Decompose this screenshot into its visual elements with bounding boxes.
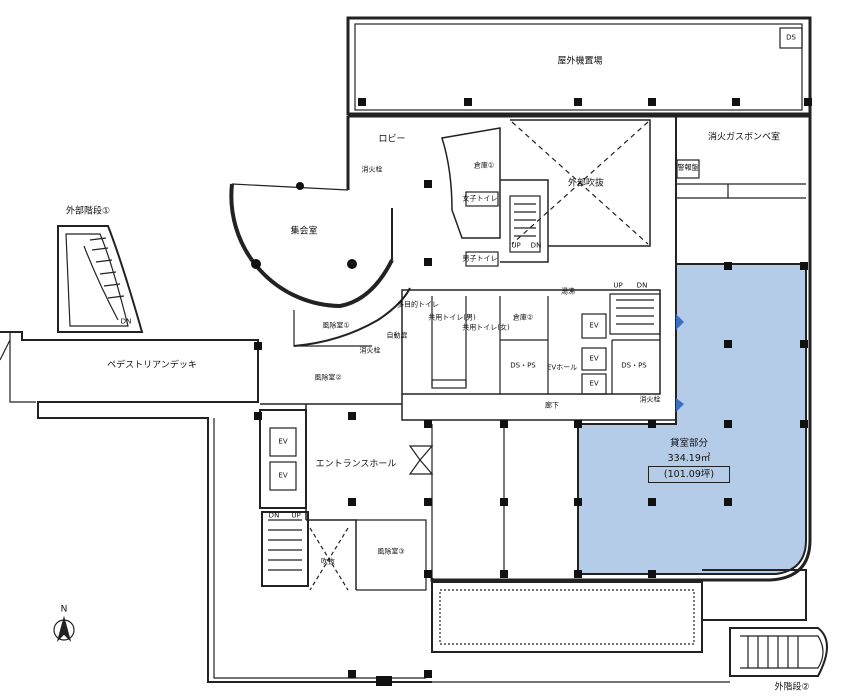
leasable-area-tsubo: (101.09坪) — [648, 466, 730, 483]
auto-door-label: 自動扉 — [386, 331, 408, 340]
lobby-label[interactable]: ロビー — [378, 134, 406, 145]
corridor-label: 廊下 — [545, 401, 559, 410]
ev-2-label: EV — [278, 471, 288, 480]
windbreak-1-label: 風除室① — [322, 321, 350, 330]
assembly-room-label[interactable]: 集会室 — [290, 226, 318, 237]
stair-3-dn: DN — [268, 511, 280, 520]
structural-columns — [251, 98, 812, 686]
ev-a-label: EV — [589, 321, 599, 330]
entrance-hall-label[interactable]: エントランスホール — [315, 459, 397, 470]
outer-stairs-2 — [729, 627, 828, 677]
shared-wc-f-label: 共用トイレ(女) — [462, 323, 510, 332]
leasable-area-sqm: 334.19㎡ — [667, 453, 711, 464]
alarm-panel-box — [676, 159, 700, 179]
leasable-title: 貸室部分 — [669, 438, 708, 449]
outdoor-equipment-area — [346, 16, 812, 116]
north-label: N — [60, 604, 68, 615]
ev-b-label: EV — [589, 354, 599, 363]
windbreak-2-label: 風除室② — [314, 373, 342, 382]
leasable-area[interactable] — [577, 263, 807, 575]
door-markers — [676, 314, 684, 412]
outer-stairs-1 — [57, 225, 144, 333]
outer-stairs-2-label: 外階段② — [774, 682, 810, 693]
void-cross-2 — [511, 121, 649, 245]
storage-1-label: 倉庫① — [473, 161, 495, 170]
multi-wc-label: 多目的トイレ — [397, 300, 439, 309]
ev-hall-label: EVホール — [546, 363, 578, 372]
outdoor-equipment-label: 屋外機置場 — [557, 56, 603, 67]
north-arrow — [53, 615, 75, 643]
ds-ps-2-label: DS・PS — [621, 361, 647, 370]
stair-2-up: UP — [613, 281, 623, 290]
assembly-room-walls[interactable] — [229, 183, 394, 309]
fire-gas-room-label: 消火ガスボンベ室 — [707, 132, 781, 143]
windbreak-3-label: 風除室③ — [377, 547, 405, 556]
pedestrian-deck-label: ペデストリアンデッキ — [107, 360, 197, 371]
leasable-info: 貸室部分 334.19㎡ (101.09坪) — [648, 436, 730, 483]
outer-stairs-1-dn: DN — [120, 317, 132, 326]
void-label: 吹抜 — [321, 557, 335, 566]
entrance-door-symbol — [408, 445, 434, 475]
ev-1-box — [269, 427, 297, 457]
ds-top-label: DS — [786, 33, 796, 42]
outer-stairs-1-label: 外部階段① — [65, 206, 111, 217]
fire-hydrant-1-label: 消火栓 — [361, 165, 383, 174]
fire-hydrant-3-label: 消火栓 — [639, 395, 661, 404]
building-outline — [348, 114, 812, 582]
stair-core-2 — [261, 511, 309, 587]
stair-1-up: UP — [511, 241, 521, 250]
ev-1-label: EV — [278, 437, 288, 446]
alarm-box-label: 警報盤 — [677, 163, 699, 172]
ds-ps-1-label: DS・PS — [510, 361, 536, 370]
stair-core-1 — [509, 195, 541, 253]
fire-hydrant-2-label: 消火栓 — [359, 346, 381, 355]
shared-wc-m-label: 共用トイレ(男) — [428, 313, 476, 322]
kitchenette-label: 湯沸 — [561, 287, 575, 296]
planting-strip — [431, 581, 703, 653]
ds-shaft-top — [779, 27, 803, 49]
pedestrian-deck-outline — [0, 331, 432, 683]
outer-void-label: 外部吹抜 — [567, 178, 605, 189]
mens-wc-label: 男子トイレ — [462, 254, 498, 263]
ev-2-box — [269, 461, 297, 491]
womens-wc-label: 女子トイレ — [462, 194, 498, 203]
ev-c-label: EV — [589, 379, 599, 388]
stair-2-dn: DN — [636, 281, 648, 290]
stair-1-dn: DN — [530, 241, 542, 250]
storage-2-label: 倉庫② — [512, 313, 534, 322]
stair-3-up: UP — [291, 511, 301, 520]
